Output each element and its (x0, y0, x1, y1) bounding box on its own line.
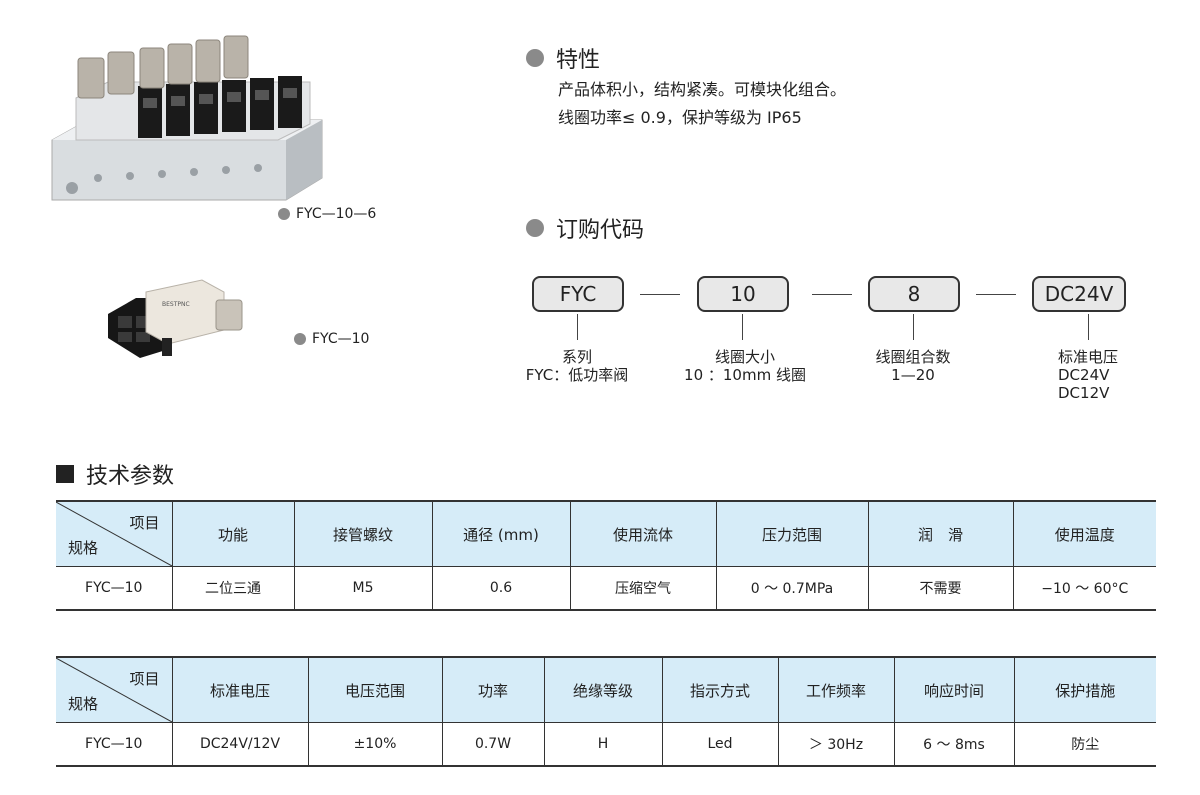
table-cell: 6 ～ 8ms (894, 722, 1015, 766)
table-cell: Led (662, 722, 779, 766)
features-title: 特性 (556, 48, 601, 73)
table-cell: 二位三通 (172, 566, 295, 610)
table-header-cell: 工作频率 (778, 657, 895, 723)
table-header-cell: 使用温度 (1013, 501, 1156, 567)
feature-line-1: 产品体积小，结构紧凑。可模块化组合。 (558, 80, 847, 99)
table-corner-cell: 项目 规格 (56, 657, 173, 723)
table-cell: ＞ 30Hz (778, 722, 895, 766)
table-row: FYC—10 DC24V/12V ±10% 0.7W H Led ＞ 30Hz … (56, 722, 1156, 766)
table-header-cell: 标准电压 (172, 657, 309, 723)
table-row: FYC—10 二位三通 M5 0.6 压缩空气 0 ～ 0.7MPa 不需要 −… (56, 566, 1156, 610)
corner-spec-label: 规格 (68, 695, 99, 713)
table-header-cell: 指示方式 (662, 657, 779, 723)
valve-label: BESTPNC (162, 301, 190, 308)
code-connector (1088, 314, 1089, 340)
table-header-row: 项目 规格 功能 接管螺纹 通径 (mm) 使用流体 压力范围 润 滑 使用温度 (56, 501, 1156, 567)
table-cell: 压缩空气 (570, 566, 717, 610)
table-header-cell: 通径 (mm) (432, 501, 571, 567)
code-desc-detail: 1—20 (891, 366, 935, 384)
table-header-cell: 功率 (442, 657, 545, 723)
table-cell: 0 ～ 0.7MPa (716, 566, 869, 610)
code-desc-detail: DC12V (1058, 384, 1110, 402)
code-desc-series: 系列 FYC：低功率阀 (507, 348, 647, 384)
code-desc-detail: DC24V (1058, 366, 1110, 384)
code-desc-detail: 10 ：10mm 线圈 (684, 366, 806, 384)
code-desc-coil-count: 线圈组合数 1—20 (853, 348, 973, 384)
code-separator (640, 294, 680, 295)
code-desc-label: 线圈组合数 (875, 348, 951, 366)
table-header-cell: 接管螺纹 (294, 501, 433, 567)
code-desc-label: 标准电压 (1058, 348, 1119, 366)
table-cell: ±10% (308, 722, 443, 766)
table-header-cell: 使用流体 (570, 501, 717, 567)
caption-dot-icon (294, 333, 306, 345)
tech-title: 技术参数 (86, 464, 175, 489)
table-header-cell: 电压范围 (308, 657, 443, 723)
order-code-title: 订购代码 (556, 218, 645, 243)
table-header-cell: 保护措施 (1014, 657, 1156, 723)
caption-dot-icon (278, 208, 290, 220)
spec-table-1: 项目 规格 功能 接管螺纹 通径 (mm) 使用流体 压力范围 润 滑 使用温度… (56, 500, 1156, 611)
table-header-cell: 压力范围 (716, 501, 869, 567)
table-cell: M5 (294, 566, 433, 610)
code-box-coil-size: 10 (697, 276, 789, 312)
section-square-icon (56, 465, 74, 483)
code-box-series: FYC (532, 276, 624, 312)
table-header-cell: 响应时间 (894, 657, 1015, 723)
table-cell: 0.6 (432, 566, 571, 610)
code-connector (742, 314, 743, 340)
corner-spec-label: 规格 (68, 539, 99, 557)
table-header-cell: 绝缘等级 (544, 657, 663, 723)
code-connector (913, 314, 914, 340)
table-cell: −10 ～ 60°C (1013, 566, 1156, 610)
single-caption: FYC—10 (312, 331, 370, 347)
manifold-valve-image (48, 28, 328, 208)
table-cell: 不需要 (868, 566, 1014, 610)
code-desc-voltage: 标准电压 DC24V DC12V (1038, 348, 1158, 402)
code-desc-label: 系列 (561, 348, 592, 366)
manifold-caption: FYC—10—6 (296, 206, 377, 222)
code-separator (976, 294, 1016, 295)
table-header-cell: 功能 (172, 501, 295, 567)
table-corner-cell: 项目 规格 (56, 501, 173, 567)
section-bullet-icon (526, 49, 544, 67)
table-cell: 0.7W (442, 722, 545, 766)
table-cell: FYC—10 (56, 566, 173, 610)
table-cell: 防尘 (1014, 722, 1156, 766)
section-bullet-icon (526, 219, 544, 237)
single-valve-image: BESTPNC (106, 276, 246, 360)
table-cell: H (544, 722, 663, 766)
table-cell: FYC—10 (56, 722, 173, 766)
code-separator (812, 294, 852, 295)
corner-item-label: 项目 (129, 670, 160, 688)
table-header-cell: 润 滑 (868, 501, 1014, 567)
code-desc-label: 线圈大小 (714, 348, 775, 366)
feature-line-2: 线圈功率≤ 0.9，保护等级为 IP65 (558, 108, 802, 127)
code-box-coil-count: 8 (868, 276, 960, 312)
corner-item-label: 项目 (129, 514, 160, 532)
code-box-voltage: DC24V (1032, 276, 1126, 312)
table-header-row: 项目 规格 标准电压 电压范围 功率 绝缘等级 指示方式 工作频率 响应时间 保… (56, 657, 1156, 723)
table-cell: DC24V/12V (172, 722, 309, 766)
spec-table-2: 项目 规格 标准电压 电压范围 功率 绝缘等级 指示方式 工作频率 响应时间 保… (56, 656, 1156, 767)
code-desc-coil-size: 线圈大小 10 ：10mm 线圈 (670, 348, 820, 384)
code-connector (577, 314, 578, 340)
code-desc-detail: FYC：低功率阀 (525, 366, 629, 384)
